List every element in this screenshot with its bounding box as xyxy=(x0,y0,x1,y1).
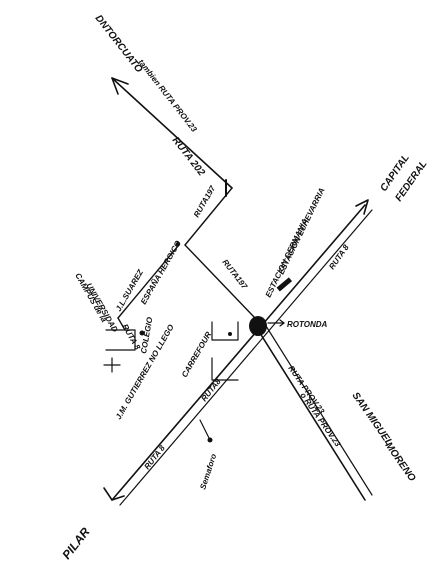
label-ruta-prov23-top: tambien RUTA PROV.23 xyxy=(136,58,199,135)
rotonda-arrow-icon xyxy=(279,319,285,327)
campus-dot xyxy=(139,330,145,336)
label-sanmiguel: SAN MIGUEL xyxy=(350,390,395,448)
label-estacion-germania: ESTACION GERMANIA xyxy=(264,217,310,299)
label-rotonda: ROTONDA xyxy=(287,320,328,329)
label-oruta: o RUTA PROV.23 xyxy=(298,391,342,449)
ruta-202-road xyxy=(111,77,233,197)
suarez-road xyxy=(117,245,179,331)
label-espana: ESPAÑA HEROICO xyxy=(139,238,183,306)
label-pilar: PILAR xyxy=(59,525,92,562)
label-ruta202: RUTA 202 xyxy=(170,135,207,178)
ruta-197-road xyxy=(175,187,256,319)
label-sintorcuato: DNTORCUATO xyxy=(93,13,145,75)
label-semaforo: Semaforo xyxy=(198,453,218,491)
label-ruta8-ne: RUTA 8 xyxy=(327,243,351,272)
carrefour-block xyxy=(211,321,239,381)
semaforo-marker xyxy=(199,419,213,443)
label-moreno: MORENO xyxy=(383,440,418,483)
ruta-prov-23-road xyxy=(257,325,373,501)
label-carrefour: CARREFOUR xyxy=(180,330,213,379)
semaforo-icon xyxy=(207,437,213,443)
nw-arrow-icon xyxy=(111,77,129,95)
label-ruta197: RUTA197 xyxy=(192,184,218,219)
campus-block xyxy=(103,329,145,373)
ruta-8-road xyxy=(103,199,373,506)
label-ruta8-mid: RUTA8 xyxy=(199,377,222,404)
ne-arrow-icon xyxy=(355,199,369,215)
rotonda-icon xyxy=(249,316,267,336)
junction-dot xyxy=(175,241,181,247)
station-marker-icon xyxy=(276,277,293,292)
sw-arrow-icon xyxy=(103,487,125,501)
label-ruta8-sw: RUTA 8 xyxy=(142,443,167,471)
label-ruta8-center: RUTA 8 xyxy=(120,323,142,352)
